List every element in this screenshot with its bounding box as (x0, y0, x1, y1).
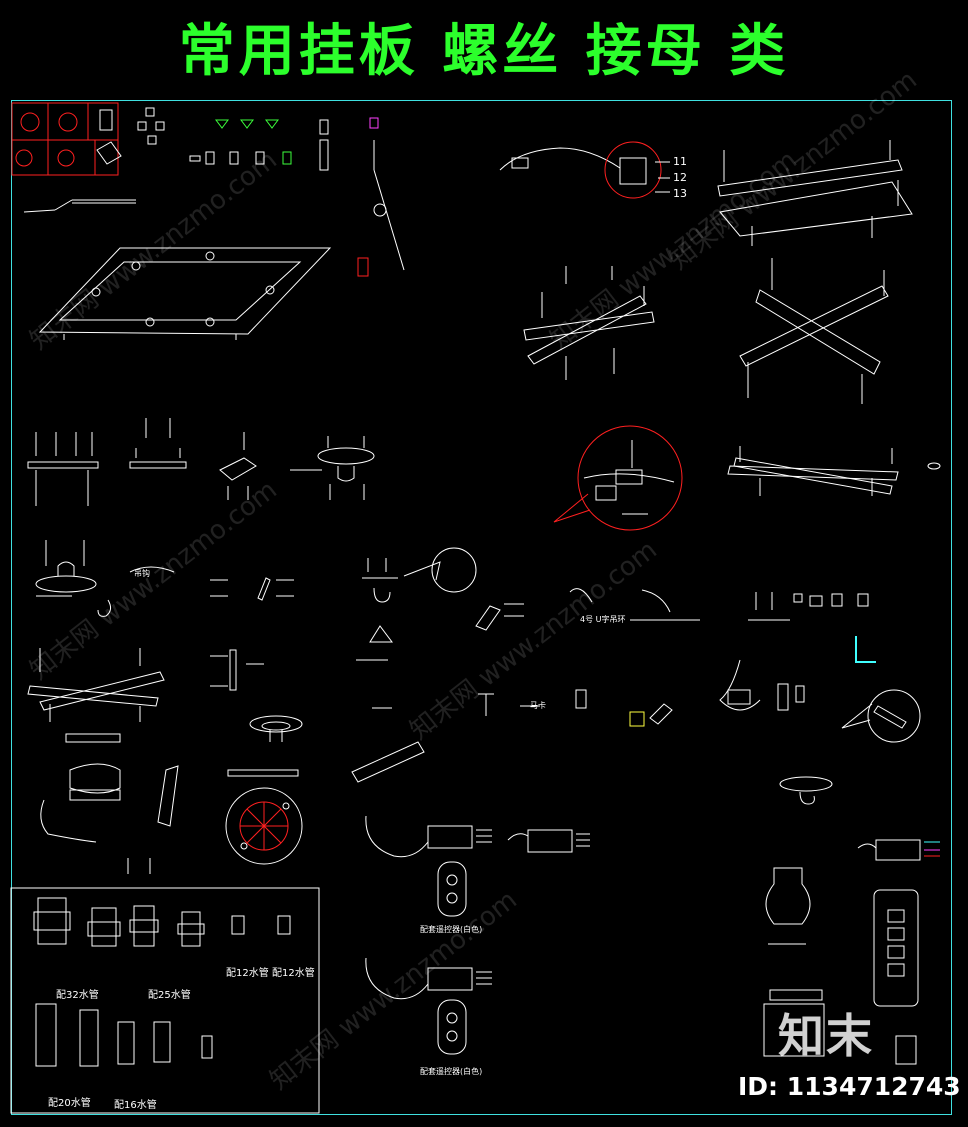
plate-and-rod (40, 733, 179, 874)
pipe-20-label: 配20水管 (48, 1098, 91, 1109)
ceiling-hook-plate (779, 776, 833, 805)
pipe-clamps (33, 897, 291, 1067)
ring-label: 4号 U字吊环 (580, 615, 626, 624)
vertical-bar-pieces (210, 649, 264, 691)
remote-receiver-tall (873, 889, 919, 1007)
horse-clip-label: 马卡 (530, 701, 546, 710)
flat-bar (227, 769, 299, 777)
round-plate-with-hook (35, 540, 112, 617)
round-canopy-plan (225, 787, 303, 865)
cross-brace-right-large (739, 258, 889, 404)
cross-brace-right-mid (727, 446, 899, 496)
pipe-12-label: 配12水管 (272, 968, 315, 979)
ceiling-rose-top (249, 715, 303, 742)
bracket-row-2 (129, 418, 187, 469)
detail-circle-callout (553, 425, 683, 531)
callout-number: 13 (673, 187, 687, 200)
pipe-32-label: 配32水管 (56, 990, 99, 1001)
pipe-12-label: 配12水管 (226, 968, 269, 979)
page-title: 常用挂板 螺丝 接母 类 (178, 19, 790, 84)
pendant-rod (357, 117, 405, 277)
pipe-clamp-table-frame (10, 887, 320, 1114)
lamp-body-profile (765, 867, 811, 945)
hook-label: 吊钩 (134, 569, 150, 578)
cross-brace-lower-left (27, 648, 165, 722)
clip-row (189, 119, 329, 171)
callout-number: 11 (673, 155, 687, 168)
mixed-fasteners (748, 592, 869, 621)
slotted-bar (351, 741, 425, 783)
hook-callout (356, 547, 477, 661)
saddle-bracket (219, 432, 257, 500)
u-ring (569, 588, 593, 603)
stacked-boxes-bottom-right (763, 989, 917, 1065)
bracket-detail-mid (372, 689, 673, 727)
small-bracket-parts (96, 107, 165, 165)
remote-label: 配套遥控器(白色) (420, 1067, 483, 1076)
bracket-row-1 (27, 432, 99, 506)
drawing-frame (11, 100, 952, 1115)
connector-wiring (499, 141, 670, 199)
angle-clip (475, 603, 524, 631)
junction-box-wiring (719, 659, 805, 711)
circle-contents (583, 440, 675, 515)
strap-plate (129, 566, 175, 573)
ceiling-plate-with-u (290, 436, 375, 500)
green-clips (215, 119, 292, 165)
pipe-16-label: 配16水管 (114, 1100, 157, 1111)
callout-number: 12 (673, 171, 687, 184)
driver-right (857, 839, 940, 861)
drivers-and-remotes (365, 815, 590, 1055)
cyan-angle (855, 636, 876, 663)
detail-cluster-topleft (11, 102, 119, 176)
cross-brace-mid (523, 266, 655, 380)
id-watermark: ID: 1134712743 (738, 1072, 961, 1101)
callout-bubble-right (841, 689, 921, 743)
curved-ring (641, 589, 671, 613)
small-screw-pairs (210, 577, 294, 601)
remote-label: 配套遥控器(白色) (420, 925, 483, 934)
rectangular-hanging-frame (38, 247, 332, 340)
brand-watermark: 知末 (778, 1009, 874, 1063)
pipe-25-label: 配25水管 (148, 990, 191, 1001)
cross-brace-top-right (717, 140, 913, 246)
